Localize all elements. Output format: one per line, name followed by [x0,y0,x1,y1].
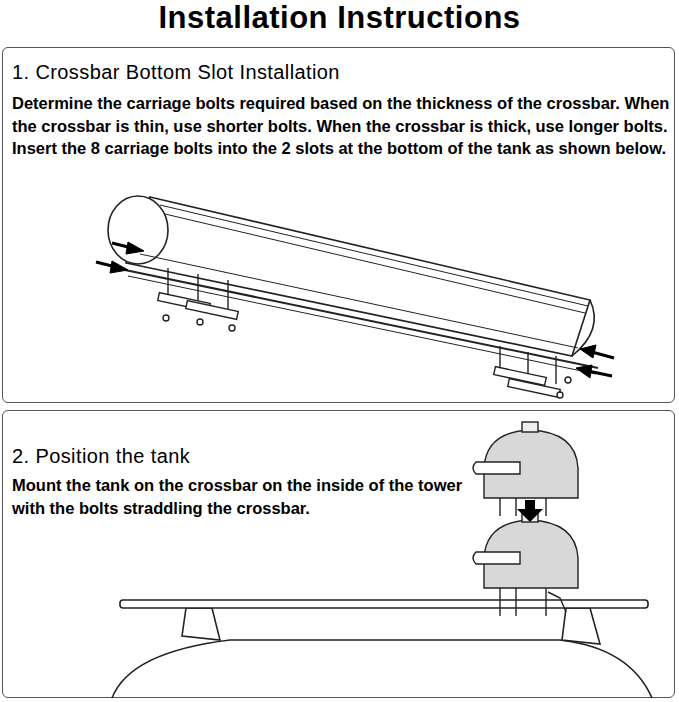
tank-groove [165,214,585,313]
arrow [588,371,612,376]
plate [158,293,211,312]
instruction-panel: 2. Position the tankMount the tank on th… [2,410,675,698]
tank-cap [522,422,538,432]
arrow-head [126,242,144,254]
tank-groove [160,205,588,306]
carriage-bolts [158,268,571,398]
plate [186,301,239,320]
tank-cap [522,512,538,522]
tank-dome [484,430,578,498]
step-heading: 2. Position the tank [12,444,190,468]
step-text: Mount the tank on the crossbar on the in… [12,474,482,519]
down-arrow [517,500,543,522]
tank-end-right [572,300,594,356]
tank-handle [473,552,520,564]
tank-body [126,197,590,356]
bolt [500,346,556,384]
bolt [500,498,546,516]
tank-handle [473,462,520,474]
tank-side-view [108,196,598,374]
rack-foot [562,608,600,644]
step-heading: 1. Crossbar Bottom Slot Installation [12,60,340,84]
crossbar-rail [128,276,596,374]
nut [197,319,203,325]
plate [508,379,561,398]
nut [565,377,571,383]
roof-line [112,640,652,698]
tank-cross-section [473,422,578,616]
arrow-head [576,365,592,378]
arrow [592,352,614,358]
arrow-head [110,261,128,273]
tank-end [108,196,168,264]
instruction-panel: 1. Crossbar Bottom Slot InstallationDete… [2,47,675,403]
rack-foot [182,608,220,640]
arrow-head [517,509,543,522]
arrow-head [580,345,596,358]
arrow [112,243,132,248]
plate [494,367,547,386]
nut [163,315,169,321]
crossbar [120,600,648,608]
nut [229,325,235,331]
tank-slot [140,254,578,348]
arrow-shaft [525,500,535,510]
nut [557,392,563,398]
bracket [548,592,566,612]
step-text: Determine the carriage bolts required ba… [12,92,672,160]
bolt [500,588,546,616]
pointer-arrows [96,242,614,378]
page-title: Installation Instructions [0,0,679,36]
arrow [96,262,116,267]
car-roof [112,608,652,698]
bolt [168,268,228,312]
tank-dome [484,520,578,588]
crossbar-rail [125,270,598,368]
